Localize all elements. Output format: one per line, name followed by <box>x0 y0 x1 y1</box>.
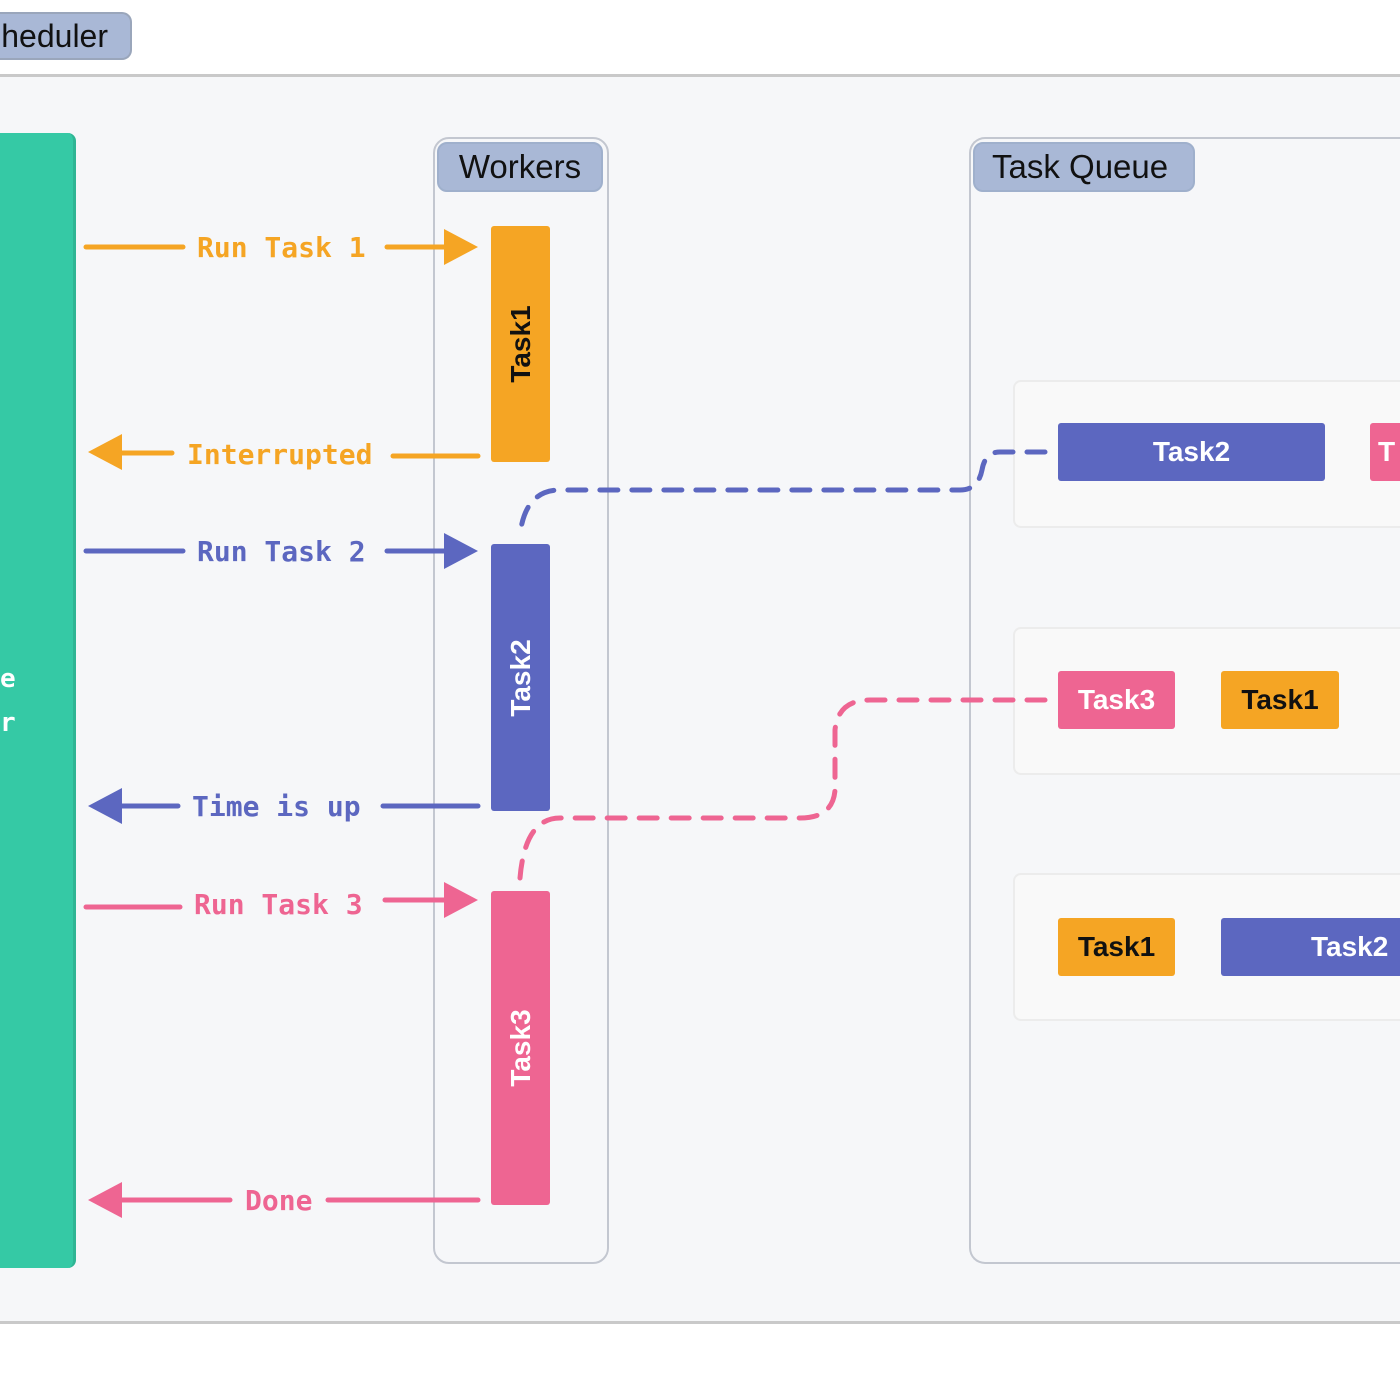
arrow-right-icon <box>444 533 478 569</box>
queue-chip: T <box>1370 423 1400 481</box>
worker-task1-bar: Task1 <box>491 226 550 462</box>
task-queue-title: Task Queue <box>973 142 1195 192</box>
workers-title: Workers <box>437 142 603 192</box>
task2-dequeue-path <box>517 449 1048 538</box>
scheduler-panel <box>0 133 76 1268</box>
message-label: Run Task 1 <box>197 231 366 264</box>
divider <box>0 1321 1400 1324</box>
message-label: Time is up <box>192 790 361 823</box>
message-label: Interrupted <box>187 438 373 471</box>
arrow-right-icon <box>444 229 478 265</box>
queue-chip: Task1 <box>1221 671 1339 729</box>
worker-task3-bar: Task3 <box>491 891 550 1205</box>
task3-dequeue-path <box>517 697 1048 881</box>
divider <box>0 74 1400 77</box>
arrow-left-icon <box>88 434 122 470</box>
queue-chip: Task2 <box>1058 423 1325 481</box>
arrow-left-icon <box>88 788 122 824</box>
scheduler-tab-label: heduler <box>1 18 108 54</box>
queue-chip: Task1 <box>1058 918 1175 976</box>
message-label: Run Task 3 <box>194 888 363 921</box>
queue-chip: Task2 <box>1221 918 1400 976</box>
queue-chip: Task3 <box>1058 671 1175 729</box>
arrow-left-icon <box>88 1182 122 1218</box>
scheduler-tab: heduler <box>0 12 132 60</box>
arrow-right-icon <box>444 882 478 918</box>
worker-task2-bar: Task2 <box>491 544 550 811</box>
scheduler-panel-text: r <box>0 708 16 738</box>
message-label: Done <box>245 1184 313 1217</box>
message-label: Run Task 2 <box>197 535 366 568</box>
workers-lane <box>433 137 609 1264</box>
scheduler-panel-text: e <box>0 664 16 694</box>
